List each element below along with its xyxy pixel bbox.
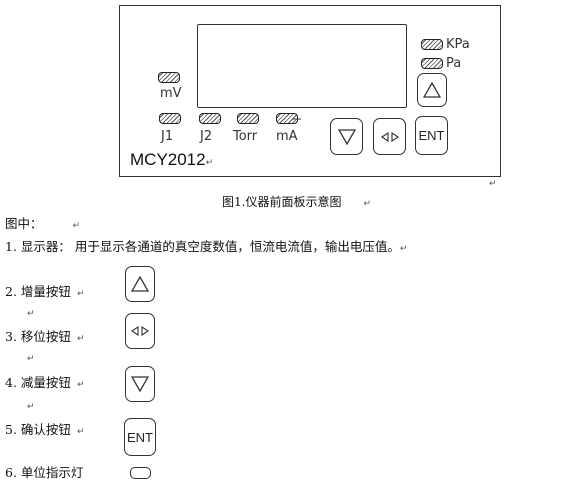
legend-item-shift: 3. 移位按钮 ↵ bbox=[5, 330, 84, 346]
legend-num: 6. bbox=[5, 465, 17, 480]
lamp-lead-icon bbox=[293, 118, 301, 120]
j2-lamp-icon bbox=[199, 113, 221, 124]
kpa-label: KPa bbox=[446, 37, 470, 52]
return-mark: ↵ bbox=[72, 221, 81, 231]
ent-label: ENT bbox=[127, 429, 153, 445]
mv-label: mV bbox=[160, 86, 182, 101]
legend-text: 增量按钮 bbox=[20, 284, 71, 299]
legend-heading: 图中： ↵ bbox=[5, 217, 80, 233]
return-mark: ↵ bbox=[76, 334, 85, 344]
legend-num: 1. bbox=[5, 239, 17, 254]
legend-item-decrement: 4. 减量按钮 ↵ bbox=[5, 376, 84, 392]
legend-increment-button bbox=[125, 266, 155, 302]
legend-heading-text: 图中： bbox=[5, 216, 43, 231]
ent-label: ENT bbox=[418, 128, 445, 143]
return-mark: ↵ bbox=[363, 199, 371, 209]
legend-item-confirm: 5. 确认按钮 ↵ bbox=[5, 423, 84, 439]
shift-arrows-icon bbox=[380, 131, 399, 142]
return-mark: ↵ bbox=[399, 244, 408, 254]
legend-text: 减量按钮 bbox=[20, 375, 71, 390]
torr-lamp-icon bbox=[237, 113, 259, 124]
return-mark: ↵ bbox=[76, 427, 85, 437]
panel-decrement-button[interactable] bbox=[330, 118, 363, 155]
legend-item-display: 1. 显示器： 用于显示各通道的真空度数值，恒流电流值，输出电压值。↵ bbox=[5, 240, 407, 256]
legend-num: 2. bbox=[5, 284, 17, 299]
ma-label: mA bbox=[276, 129, 298, 144]
return-mark: ↵ bbox=[489, 179, 497, 189]
panel-ent-button[interactable]: ENT bbox=[415, 116, 448, 155]
caption-text: 图1.仪器前面板示意图 bbox=[222, 195, 342, 209]
triangle-up-icon bbox=[131, 276, 149, 292]
legend-num: 4. bbox=[5, 375, 17, 390]
torr-label: Torr bbox=[233, 129, 258, 144]
legend-text: 显示器： 用于显示各通道的真空度数值，恒流电流值，输出电压值。 bbox=[20, 239, 400, 254]
shift-arrows-icon bbox=[131, 326, 149, 336]
return-mark: ↵ bbox=[76, 380, 85, 390]
triangle-down-icon bbox=[131, 376, 149, 392]
return-mark: ↵ bbox=[27, 309, 35, 319]
display-window bbox=[197, 24, 407, 108]
return-mark: ↵ bbox=[27, 402, 35, 412]
model-text: MCY2012 bbox=[130, 150, 206, 169]
triangle-down-icon bbox=[337, 128, 356, 145]
j1-lamp-icon bbox=[159, 113, 181, 124]
legend-decrement-button bbox=[125, 366, 155, 402]
legend-item-unit-lamp: 6. 单位指示灯 bbox=[5, 466, 83, 480]
legend-num: 3. bbox=[5, 329, 17, 344]
panel-shift-button[interactable] bbox=[373, 118, 406, 155]
kpa-lamp-icon bbox=[421, 39, 443, 50]
panel-increment-button[interactable] bbox=[417, 73, 447, 107]
legend-shift-button bbox=[125, 313, 155, 349]
legend-text: 确认按钮 bbox=[20, 422, 71, 437]
pa-label: Pa bbox=[446, 56, 462, 71]
legend-num: 5. bbox=[5, 422, 17, 437]
figure-caption: 图1.仪器前面板示意图 ↵ bbox=[222, 193, 371, 210]
j1-label: J1 bbox=[161, 129, 174, 144]
return-mark: ↵ bbox=[205, 158, 214, 168]
triangle-up-icon bbox=[423, 82, 441, 98]
j2-label: J2 bbox=[200, 129, 213, 144]
return-mark: ↵ bbox=[27, 354, 35, 364]
unit-lamp-icon bbox=[130, 467, 151, 479]
model-label: MCY2012↵ bbox=[130, 150, 213, 170]
legend-text: 单位指示灯 bbox=[20, 465, 84, 480]
legend-text: 移位按钮 bbox=[20, 329, 71, 344]
legend-item-increment: 2. 增量按钮 ↵ bbox=[5, 285, 84, 301]
legend-ent-button: ENT bbox=[124, 418, 156, 456]
pa-lamp-icon bbox=[421, 58, 443, 69]
mv-lamp-icon bbox=[158, 72, 180, 83]
return-mark: ↵ bbox=[76, 289, 85, 299]
